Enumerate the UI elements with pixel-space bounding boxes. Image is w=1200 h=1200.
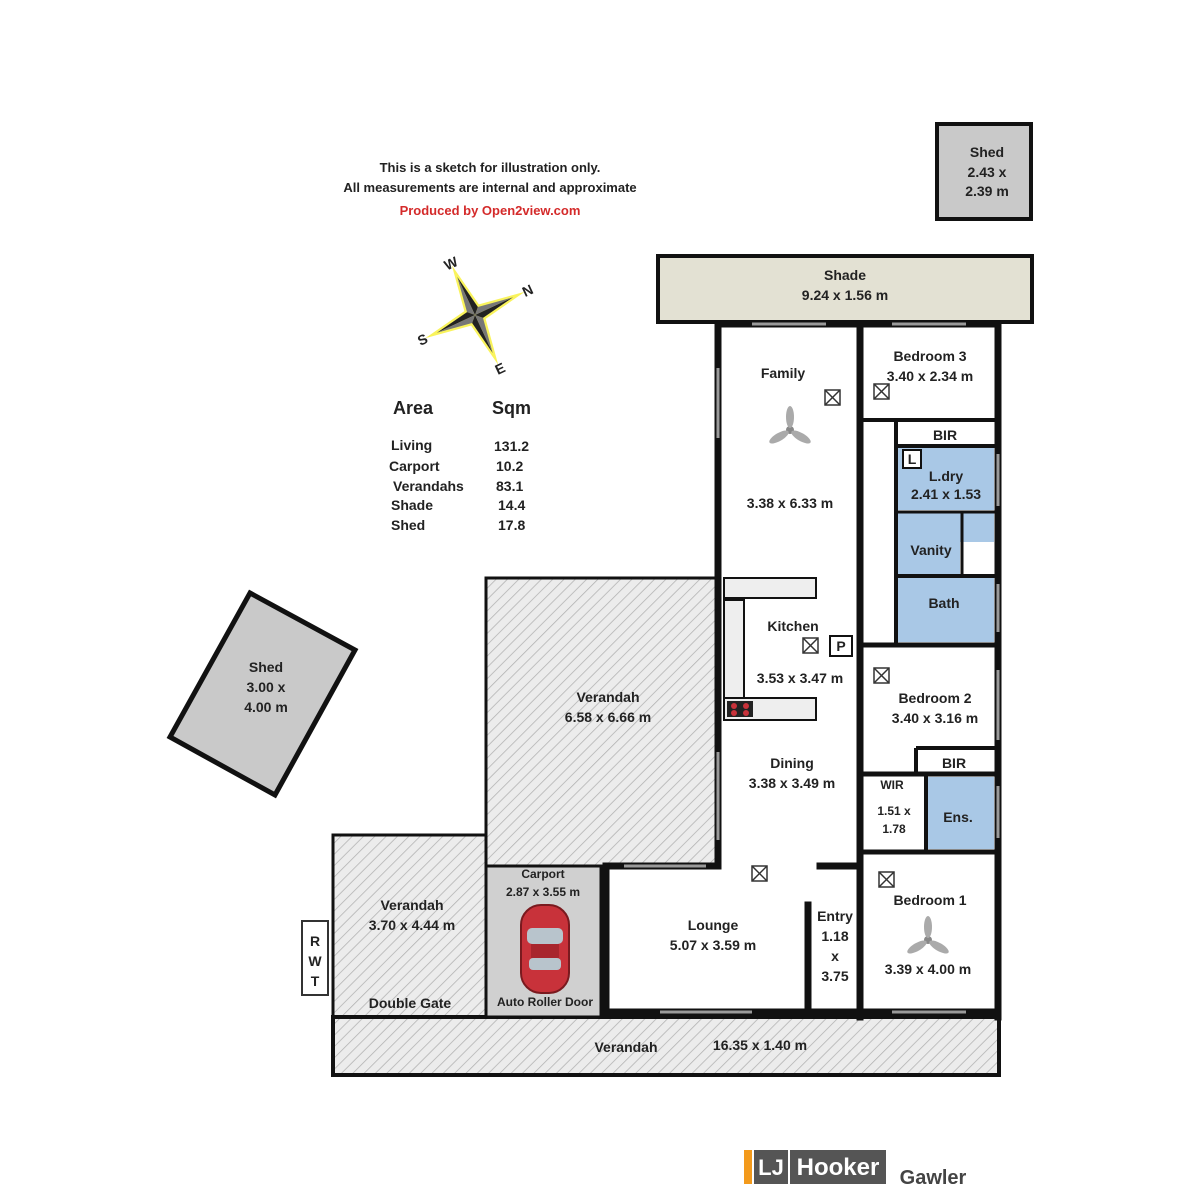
car-icon: [520, 904, 570, 994]
rwt-w: W: [308, 953, 322, 969]
entry-dim: x: [831, 948, 839, 964]
verandah-left-area: [331, 833, 488, 1019]
logo-lj-text: LJ: [758, 1155, 784, 1180]
bedroom1-dim: 3.39 x 4.00 m: [885, 961, 971, 977]
compass-w: W: [442, 253, 461, 273]
verandah-front-area: [331, 1015, 1001, 1077]
verandah-front-label: Verandah: [594, 1039, 657, 1055]
area-row-name: Shade: [391, 497, 433, 513]
logo-hooker-text: Hooker: [797, 1154, 880, 1181]
wir-dim: 1.78: [882, 822, 906, 836]
pantry-label: P: [836, 638, 845, 654]
bedroom3-dim: 3.40 x 2.34 m: [887, 368, 973, 384]
pantry-box: [829, 635, 853, 657]
shed-top-dim: 2.39 m: [965, 183, 1009, 199]
verandah-front-dim: 16.35 x 1.40 m: [713, 1037, 807, 1053]
bedroom2-dim: 3.40 x 3.16 m: [892, 710, 978, 726]
ceiling-fan-icon: [907, 916, 949, 954]
carport-dim: 2.87 x 3.55 m: [506, 885, 580, 899]
compass-s: S: [415, 330, 430, 348]
double-gate-label: Double Gate: [369, 995, 452, 1011]
lj-hooker-logo: LJ Hooker: [744, 1150, 886, 1184]
area-row-name: Verandahs: [393, 478, 464, 494]
rainwater-tank: [301, 920, 329, 996]
measurement-note: All measurements are internal and approx…: [343, 180, 636, 195]
laundry-tub-label: L: [908, 451, 917, 467]
light-fixture-icon: [751, 383, 895, 888]
area-table: Area Sqm Living 131.2 Carport 10.2 Veran…: [389, 398, 531, 533]
office-name: Gawler: [900, 1167, 967, 1189]
verandah-main-label: Verandah: [576, 689, 639, 705]
windows: [624, 322, 1000, 1014]
bath-label: Bath: [928, 595, 959, 611]
area-row-value: 10.2: [496, 458, 523, 474]
verandah-left-label: Verandah: [380, 897, 443, 913]
compass-n: N: [520, 281, 536, 300]
shade-area: Shade 9.24 x 1.56 m: [656, 254, 1034, 324]
area-row-name: Carport: [389, 458, 440, 474]
shed-left: Shed 3.00 x 4.00 m: [166, 589, 359, 799]
vanity-label: Vanity: [910, 542, 951, 558]
shed-top-dim: 2.43 x: [968, 164, 1007, 180]
entry-dim: 1.18: [821, 928, 848, 944]
lounge-label: Lounge: [688, 917, 739, 933]
lounge-dim: 5.07 x 3.59 m: [670, 937, 756, 953]
kitchen-dim: 3.53 x 3.47 m: [757, 670, 843, 686]
compass-e: E: [492, 359, 507, 377]
shed-top-name: Shed: [970, 144, 1004, 160]
producer-credit: Produced by Open2view.com: [400, 203, 581, 218]
bir2-label: BIR: [942, 755, 966, 771]
sqm-header: Sqm: [492, 398, 531, 418]
ceiling-fan-icon: [769, 406, 811, 444]
rwt-r: R: [310, 933, 320, 949]
bedroom3-label: Bedroom 3: [893, 348, 966, 364]
shade-dim: 9.24 x 1.56 m: [802, 287, 888, 303]
shed-left-dim: 4.00 m: [244, 699, 288, 715]
laundry-label: L.dry: [929, 468, 963, 484]
shed-left-dim: 3.00 x: [247, 679, 286, 695]
family-label: Family: [761, 365, 806, 381]
shed-left-name: Shed: [249, 659, 283, 675]
area-row-name: Living: [391, 437, 432, 453]
verandah-main-area: [484, 576, 720, 868]
bedroom2-label: Bedroom 2: [898, 690, 971, 706]
vanity-floor: [898, 540, 960, 576]
verandah-main-dim: 6.58 x 6.66 m: [565, 709, 651, 725]
verandah-left-dim: 3.70 x 4.44 m: [369, 917, 455, 933]
laundry-dim: 2.41 x 1.53: [911, 486, 981, 502]
compass-rose-icon: W E N S: [415, 253, 536, 378]
kitchen-label: Kitchen: [767, 618, 818, 634]
bir3-label: BIR: [933, 427, 957, 443]
area-row-value: 17.8: [498, 517, 525, 533]
ensuite-floor: [928, 777, 994, 849]
shade-name: Shade: [824, 267, 866, 283]
wir-dim: 1.51 x: [877, 804, 911, 818]
dining-dim: 3.38 x 3.49 m: [749, 775, 835, 791]
bedroom1-label: Bedroom 1: [893, 892, 966, 908]
carport-label: Carport: [521, 867, 564, 881]
wir-label: WIR: [880, 778, 904, 792]
area-row-value: 131.2: [494, 438, 529, 454]
shed-top: Shed 2.43 x 2.39 m: [935, 122, 1033, 221]
bath-floor: [898, 578, 994, 642]
entry-dim: 3.75: [821, 968, 848, 984]
area-row-value: 14.4: [498, 497, 525, 513]
wc-floor: [898, 512, 994, 542]
rwt-t: T: [311, 973, 320, 989]
area-header: Area: [393, 398, 434, 418]
area-row-name: Shed: [391, 517, 425, 533]
dining-label: Dining: [770, 755, 814, 771]
ensuite-label: Ens.: [943, 809, 973, 825]
laundry-tub-box: [902, 449, 922, 469]
area-row-value: 83.1: [496, 478, 523, 494]
roller-door-label: Auto Roller Door: [497, 995, 593, 1009]
sketch-note: This is a sketch for illustration only.: [380, 160, 601, 175]
family-dim: 3.38 x 6.33 m: [747, 495, 833, 511]
entry-label: Entry: [817, 908, 853, 924]
